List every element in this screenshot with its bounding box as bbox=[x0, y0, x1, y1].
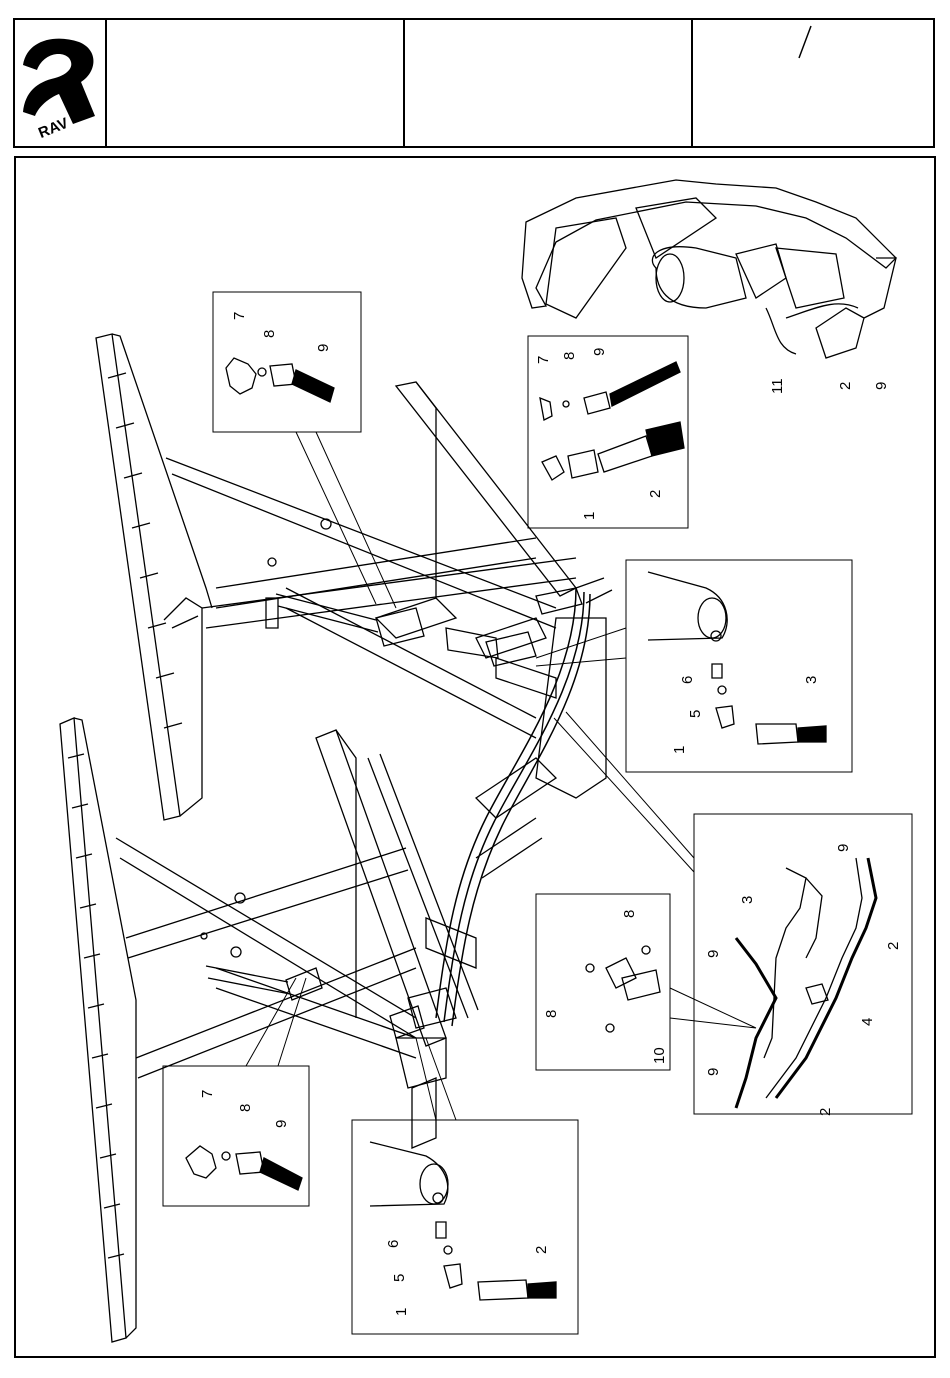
callout-d-9c: 9 bbox=[705, 1068, 722, 1076]
header-cell-4 bbox=[691, 20, 937, 146]
callout-f-7: 7 bbox=[199, 1090, 216, 1098]
exploded-diagram: 7 8 9 7 8 9 1 2 11 2 9 6 5 1 3 9 3 2 9 4… bbox=[16, 158, 934, 1356]
callout-g-1: 1 bbox=[393, 1308, 410, 1316]
callout-a-9: 9 bbox=[315, 344, 332, 352]
callout-g-2: 2 bbox=[533, 1246, 550, 1254]
callout-d-2b: 2 bbox=[817, 1108, 834, 1116]
inset-cylinder-bottom-box bbox=[352, 1120, 578, 1334]
callout-d-9a: 9 bbox=[835, 844, 852, 852]
callout-b-1: 1 bbox=[581, 512, 598, 520]
callout-e-8a: 8 bbox=[621, 910, 638, 918]
callout-b-2: 2 bbox=[647, 490, 664, 498]
callout-f-8: 8 bbox=[237, 1104, 254, 1112]
lower-platform-drawing bbox=[60, 718, 556, 1342]
inset-hoses-box bbox=[694, 814, 912, 1114]
callout-g-6: 6 bbox=[385, 1240, 402, 1248]
logo-text: RAV bbox=[36, 115, 71, 142]
callout-c-1: 1 bbox=[671, 746, 688, 754]
callout-d-9b: 9 bbox=[705, 950, 722, 958]
callout-b-9: 9 bbox=[591, 348, 608, 356]
callout-motor-9: 9 bbox=[873, 382, 890, 390]
header-slash bbox=[693, 20, 933, 146]
header-cell-2 bbox=[105, 20, 107, 146]
drawing-frame: 7 8 9 7 8 9 1 2 11 2 9 6 5 1 3 9 3 2 9 4… bbox=[14, 156, 936, 1358]
callout-d-2a: 2 bbox=[885, 942, 902, 950]
callout-a-7: 7 bbox=[231, 312, 248, 320]
callout-motor-2: 2 bbox=[837, 382, 854, 390]
callout-c-6: 6 bbox=[679, 676, 696, 684]
callout-b-7: 7 bbox=[535, 356, 552, 364]
callout-motor-11: 11 bbox=[769, 378, 786, 394]
callout-d-3: 3 bbox=[739, 896, 756, 904]
callout-b-8: 8 bbox=[561, 352, 578, 360]
callout-e-8b: 8 bbox=[543, 1010, 560, 1018]
title-block: RAV bbox=[13, 18, 935, 148]
callout-f-9: 9 bbox=[273, 1120, 290, 1128]
callout-e-10: 10 bbox=[651, 1047, 668, 1064]
callout-c-5: 5 bbox=[687, 710, 704, 718]
inset-tee-box bbox=[536, 894, 670, 1070]
callout-g-5: 5 bbox=[391, 1274, 408, 1282]
motor-unit-drawing bbox=[522, 180, 896, 358]
callout-a-8: 8 bbox=[261, 330, 278, 338]
rav-logo: RAV bbox=[15, 20, 105, 146]
callout-d-4: 4 bbox=[859, 1018, 876, 1026]
header-cell-3 bbox=[403, 20, 405, 146]
callout-c-3: 3 bbox=[803, 676, 820, 684]
